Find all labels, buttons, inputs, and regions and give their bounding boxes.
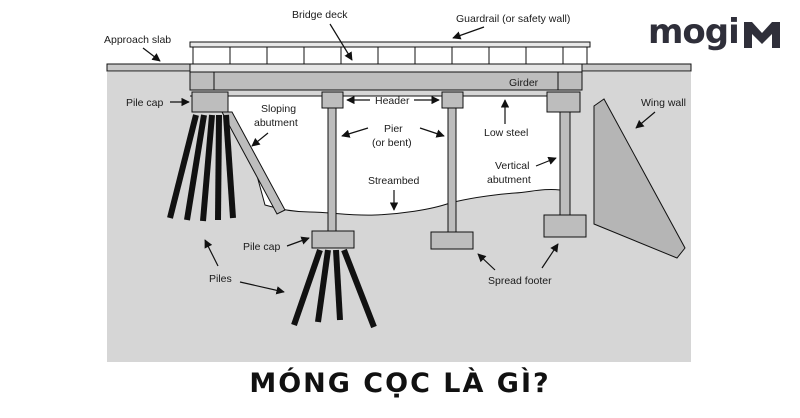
arrow-spread-footer-left xyxy=(477,253,496,271)
pile-cap-center xyxy=(311,230,355,249)
label-piles: Piles xyxy=(209,273,232,285)
stream-water xyxy=(190,95,561,216)
label-low-steel: Low steel xyxy=(484,127,528,139)
header-pier-2 xyxy=(441,91,464,109)
arrow-sloping-abutment xyxy=(251,132,269,147)
arrow-pier-right xyxy=(419,127,445,138)
girder-end-left xyxy=(189,71,215,91)
arrow-approach-slab xyxy=(142,47,161,62)
label-pile-cap-left: Pile cap xyxy=(126,97,164,109)
label-streambed: Streambed xyxy=(368,175,420,187)
pier-1 xyxy=(327,107,337,232)
label-vertical-abutment-1: Vertical xyxy=(495,160,529,172)
vertical-abutment xyxy=(559,111,571,216)
arrow-guardrail xyxy=(452,26,485,40)
wing-wall xyxy=(593,98,686,259)
header-right xyxy=(546,91,581,113)
arrow-piles-right xyxy=(239,281,285,295)
girder-end-right xyxy=(557,71,583,91)
arrow-piles-up xyxy=(204,239,219,267)
label-spread-footer: Spread footer xyxy=(488,275,552,287)
approach-slab-right xyxy=(581,63,692,72)
mogi-m-icon xyxy=(744,22,780,48)
label-guardrail: Guardrail (or safety wall) xyxy=(456,13,570,25)
arrow-bridge-deck xyxy=(329,23,353,61)
piles-left xyxy=(167,114,236,222)
pier-2 xyxy=(447,107,457,233)
label-pier-2: (or bent) xyxy=(372,137,412,149)
piles-center xyxy=(291,248,377,329)
approach-slab-left xyxy=(106,63,204,72)
arrow-pile-cap-center xyxy=(286,236,310,247)
label-pier-1: Pier xyxy=(384,123,403,135)
guardrail xyxy=(189,41,591,64)
sloping-abutment xyxy=(221,111,286,215)
label-sloping-abutment-2: abutment xyxy=(254,117,298,129)
pile-cap-left xyxy=(191,91,229,113)
header-pier-1 xyxy=(321,91,344,109)
page-caption: MÓNG CỌC LÀ GÌ? xyxy=(249,368,551,399)
label-approach-slab: Approach slab xyxy=(104,34,171,46)
arrow-vertical-abutment xyxy=(535,156,557,167)
label-pile-cap-center: Pile cap xyxy=(243,241,281,253)
mogi-logo: mogi xyxy=(648,12,740,52)
arrow-pier-left xyxy=(341,127,369,138)
arrow-wing-wall xyxy=(635,111,656,129)
label-sloping-abutment-1: Sloping xyxy=(261,103,296,115)
bridge-deck xyxy=(189,63,583,73)
label-girder: Girder xyxy=(509,77,539,89)
label-header: Header xyxy=(375,95,410,107)
spread-footer-center xyxy=(430,231,474,250)
label-bridge-deck: Bridge deck xyxy=(292,9,348,21)
label-vertical-abutment-2: abutment xyxy=(487,174,531,186)
label-wing-wall: Wing wall xyxy=(641,97,686,109)
spread-footer-right xyxy=(543,214,587,238)
arrow-spread-footer-right xyxy=(541,243,559,269)
